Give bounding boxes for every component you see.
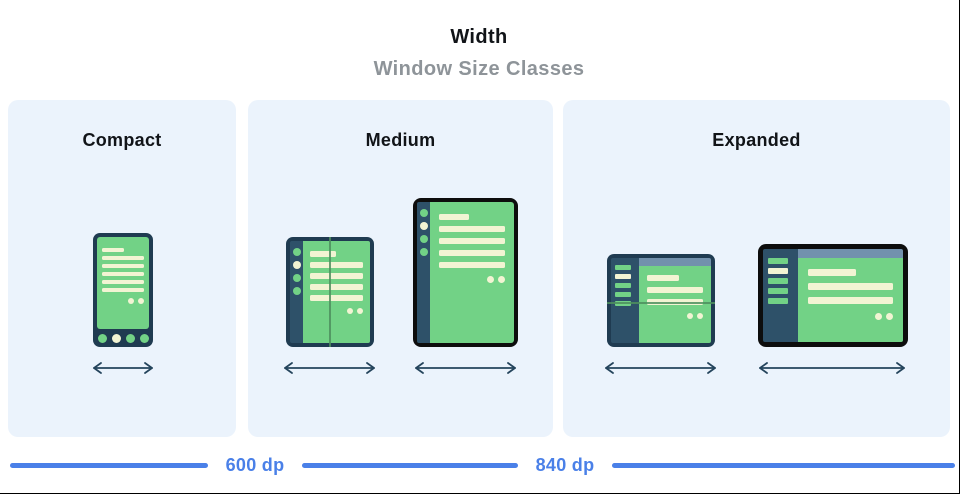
phone-screen — [97, 237, 149, 329]
desktop-landscape-device — [758, 244, 908, 347]
dot — [498, 276, 505, 283]
phone-nav-bar — [97, 329, 149, 347]
sidebar-bar — [768, 298, 788, 304]
dot — [875, 313, 882, 320]
rail-dot — [419, 209, 428, 217]
nav-rail — [417, 202, 430, 343]
foldable-screen — [303, 241, 370, 343]
panel-expanded: Expanded — [563, 100, 950, 437]
width-arrow-icon — [415, 362, 516, 374]
sidebar-bar — [615, 265, 631, 270]
sidebar-bar — [768, 278, 788, 284]
dot — [697, 313, 703, 319]
rail-dot — [292, 287, 301, 295]
content-bar — [102, 288, 144, 292]
content-bar — [439, 238, 505, 244]
content-bar — [310, 273, 363, 279]
width-arrow-icon — [759, 362, 905, 374]
sidebar-bar — [615, 283, 631, 288]
nav-dot — [125, 333, 135, 343]
dot — [487, 276, 494, 283]
panel-expanded-heading: Expanded — [712, 130, 801, 150]
content-bar — [808, 283, 893, 290]
app-content — [798, 258, 903, 342]
rail-dot — [419, 222, 428, 230]
screen-dots — [102, 298, 144, 304]
content-bar — [102, 248, 124, 252]
phone-device — [93, 233, 153, 347]
sidebar-bar — [615, 292, 631, 297]
breakpoint-600dp-label: 600 dp — [225, 455, 285, 475]
rail-dot — [292, 261, 301, 269]
panel-compact: Compact — [8, 100, 236, 437]
sidebar-bar — [615, 274, 631, 279]
dot — [886, 313, 893, 320]
dot — [128, 298, 134, 304]
content-bar — [102, 272, 144, 276]
width-arrow-icon — [605, 362, 716, 374]
ruler-segment — [302, 463, 518, 468]
content-bar — [310, 262, 363, 268]
screen-dots — [310, 308, 363, 314]
app-main — [639, 258, 711, 343]
diagram-subtitle: Window Size Classes — [373, 58, 585, 80]
foldable-portrait-device — [286, 237, 374, 347]
rail-dot — [292, 248, 301, 256]
tablet-screen — [430, 202, 514, 343]
content-bar — [439, 262, 505, 268]
sidebar-bar — [768, 288, 788, 294]
dot — [687, 313, 693, 319]
rail-dot — [419, 248, 428, 256]
panel-medium: Medium — [248, 100, 553, 437]
tablet-portrait-device — [413, 198, 518, 347]
app-top-bar — [798, 249, 903, 258]
dot — [138, 298, 144, 304]
content-bar — [647, 287, 703, 293]
app-top-bar — [639, 258, 711, 266]
content-bar — [439, 226, 505, 232]
sidebar-bar — [768, 268, 788, 274]
content-bar — [647, 275, 679, 281]
content-bar — [310, 251, 336, 257]
nav-dot — [111, 333, 121, 343]
fold-crease — [607, 302, 715, 305]
panel-compact-heading: Compact — [82, 130, 162, 150]
content-bar — [808, 297, 893, 304]
sidebar — [763, 249, 798, 342]
app-main — [798, 249, 903, 342]
content-bar — [808, 269, 856, 276]
content-bar — [102, 256, 144, 260]
panel-medium-heading: Medium — [365, 130, 436, 150]
diagram-header: Width Window Size Classes — [0, 26, 958, 81]
nav-rail — [290, 241, 303, 343]
width-arrow-icon — [284, 362, 375, 374]
sidebar — [611, 258, 639, 343]
foldable-landscape-device — [607, 254, 715, 347]
content-bar — [439, 250, 505, 256]
content-bar — [310, 284, 363, 290]
sidebar-bar — [768, 258, 788, 264]
rail-dot — [419, 235, 428, 243]
dot — [347, 308, 353, 314]
content-bar — [439, 214, 469, 220]
fold-crease — [329, 237, 331, 347]
ruler-segment — [10, 463, 208, 468]
diagram-title: Width — [450, 26, 508, 48]
breakpoint-840dp-label: 840 dp — [535, 455, 595, 475]
screen-dots — [647, 313, 703, 319]
screen-dots — [439, 276, 505, 283]
width-arrow-icon — [93, 362, 153, 374]
nav-dot — [139, 333, 149, 343]
content-bar — [102, 264, 144, 268]
screen-dots — [808, 313, 893, 320]
nav-dot — [97, 333, 107, 343]
content-bar — [102, 280, 144, 284]
app-content — [639, 266, 711, 343]
content-bar — [310, 295, 363, 301]
dot — [357, 308, 363, 314]
ruler-segment — [612, 463, 955, 468]
rail-dot — [292, 274, 301, 282]
content-bar — [647, 299, 703, 305]
